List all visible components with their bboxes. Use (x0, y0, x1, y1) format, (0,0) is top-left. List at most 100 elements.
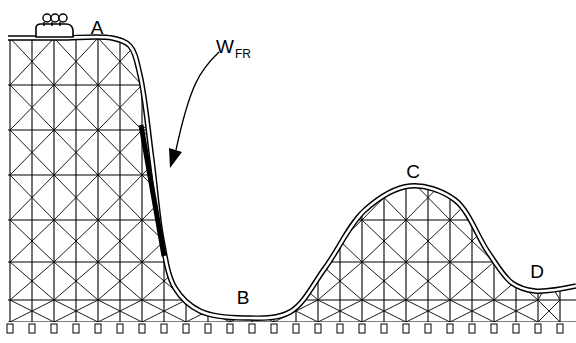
support-brace (494, 85, 538, 130)
support-brace (54, 130, 98, 175)
support-beam (8, 174, 576, 175)
footing (425, 324, 431, 333)
footing (7, 324, 13, 333)
footing (73, 324, 79, 333)
support-brace (362, 130, 406, 175)
support-brace (54, 262, 98, 300)
support-brace (54, 220, 98, 262)
support-beam (8, 219, 576, 220)
support-brace (186, 175, 230, 220)
support-post (163, 30, 164, 324)
support-brace (186, 130, 230, 175)
support-post (9, 30, 10, 324)
support-brace (230, 38, 274, 85)
support-brace (406, 220, 450, 262)
support-brace (230, 85, 274, 130)
support-brace (362, 130, 406, 175)
support-brace (54, 38, 98, 85)
support-brace (10, 262, 54, 300)
support-post (383, 30, 384, 324)
support-post (251, 30, 252, 324)
footing (271, 324, 277, 333)
support-brace (186, 262, 230, 300)
support-brace (538, 175, 560, 220)
footing (381, 324, 387, 333)
support-brace (494, 85, 538, 130)
footing (491, 324, 497, 333)
support-brace (450, 175, 494, 220)
footing (557, 324, 563, 333)
support-brace (98, 85, 142, 130)
support-brace (450, 38, 494, 85)
support-brace (98, 130, 142, 175)
support-brace (98, 175, 142, 220)
support-brace (98, 220, 142, 262)
support-brace (98, 220, 142, 262)
support-brace (318, 38, 362, 85)
support-brace (54, 175, 98, 220)
support-brace (274, 220, 318, 262)
footing (139, 324, 145, 333)
support-beam (8, 299, 576, 300)
support-post (75, 30, 76, 324)
support-brace (230, 262, 274, 300)
work-symbol: W (216, 37, 234, 56)
leader-arrowhead (169, 148, 182, 168)
support-brace (450, 262, 494, 300)
support-brace (98, 85, 142, 130)
support-brace (538, 220, 560, 262)
support-brace (10, 175, 54, 220)
work-subscript: FR (235, 48, 251, 60)
support-brace (98, 262, 142, 300)
support-brace (362, 38, 406, 85)
support-post (427, 30, 428, 324)
support-brace (10, 300, 54, 322)
support-brace (230, 130, 274, 175)
support-brace (10, 130, 54, 175)
support-beam (8, 129, 576, 130)
support-brace (450, 38, 494, 85)
support-brace (450, 85, 494, 130)
support-brace (318, 130, 362, 175)
support-beam (8, 84, 576, 85)
support-brace (406, 175, 450, 220)
support-brace (54, 262, 98, 300)
support-brace (142, 38, 186, 85)
support-brace (186, 262, 230, 300)
support-brace (494, 130, 538, 175)
footing (337, 324, 343, 333)
track-rail-inner (8, 37, 576, 318)
support-brace (142, 300, 186, 322)
support-post (31, 30, 32, 324)
support-brace (538, 38, 560, 85)
coaster-car (36, 14, 73, 37)
support-brace (230, 175, 274, 220)
support-brace (274, 175, 318, 220)
friction-segment (141, 125, 164, 256)
support-brace (54, 300, 98, 322)
support-brace (98, 300, 142, 322)
support-brace (538, 130, 560, 175)
support-post (119, 30, 120, 324)
support-brace (186, 175, 230, 220)
footing (293, 324, 299, 333)
support-brace (10, 38, 54, 85)
support-brace (450, 130, 494, 175)
support-post (185, 30, 186, 324)
support-brace (494, 38, 538, 85)
support-brace (186, 220, 230, 262)
support-brace (494, 220, 538, 262)
support-brace (494, 38, 538, 85)
support-brace (494, 175, 538, 220)
support-brace (54, 85, 98, 130)
footing (513, 324, 519, 333)
support-footings (7, 324, 563, 333)
support-brace (538, 38, 560, 85)
support-brace (362, 38, 406, 85)
support-brace (406, 175, 450, 220)
support-brace (274, 85, 318, 130)
support-brace (230, 220, 274, 262)
support-brace (406, 262, 450, 300)
point-label: B (237, 288, 250, 307)
